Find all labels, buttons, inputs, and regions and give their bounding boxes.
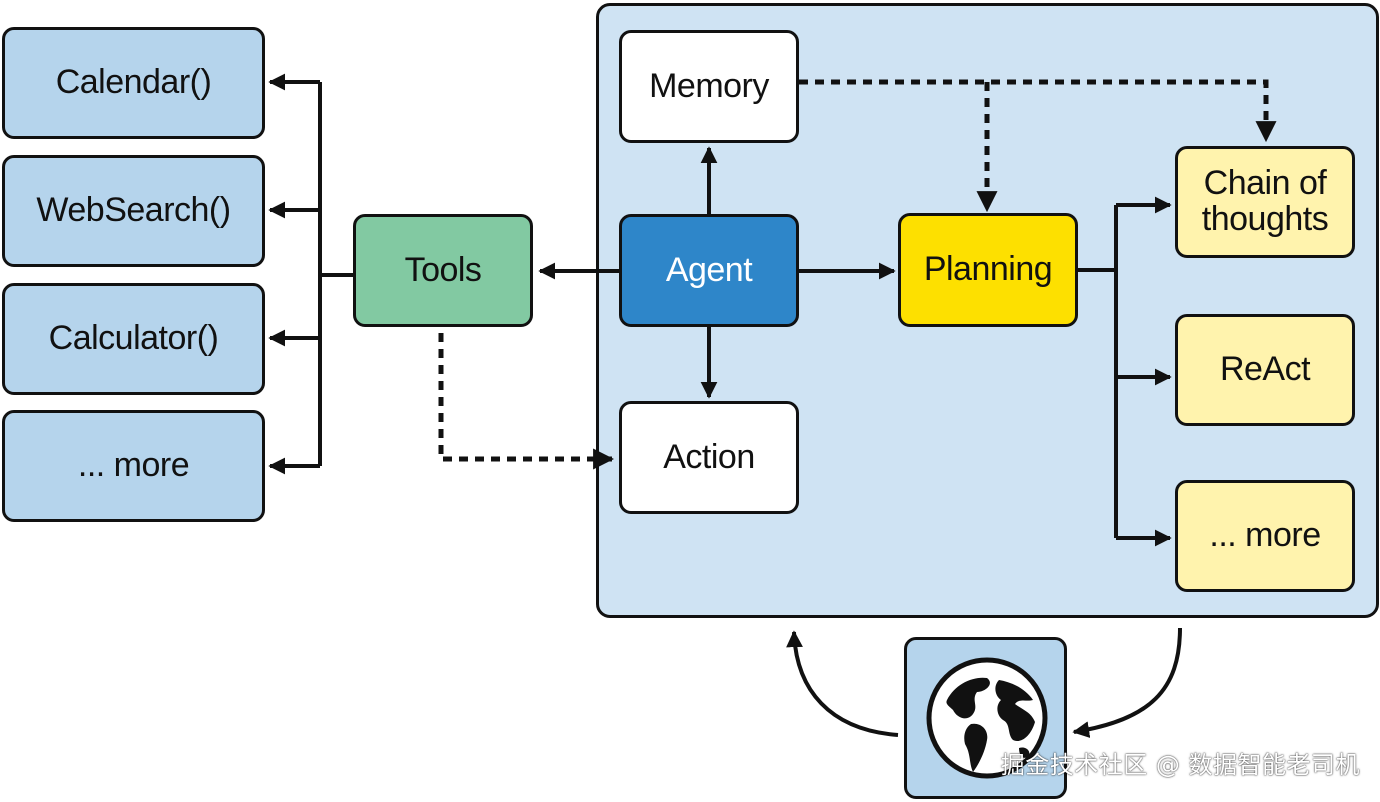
strategy-more-label: ... more: [1209, 516, 1321, 555]
tools-node-label: Tools: [404, 250, 482, 289]
planning-node: Planning: [898, 213, 1078, 327]
tool-websearch-label: WebSearch(): [36, 191, 231, 230]
tool-calendar: Calendar(): [2, 27, 265, 139]
tool-more: ... more: [2, 410, 265, 522]
agent-to-environment-arrow: [1072, 627, 1182, 738]
tools-to-action-dotted-arrow: [438, 333, 615, 470]
tools-to-functions-connector: [268, 73, 353, 475]
strategy-more: ... more: [1175, 480, 1355, 592]
planning-node-label: Planning: [923, 250, 1053, 289]
strategy-chain-line1: Chain of: [1203, 164, 1327, 203]
memory-node-label: Memory: [649, 66, 769, 105]
globe-icon: [926, 657, 1048, 779]
tool-calculator: Calculator(): [2, 283, 265, 395]
action-node: Action: [619, 401, 799, 514]
tool-websearch: WebSearch(): [2, 155, 265, 267]
memory-node: Memory: [619, 30, 799, 143]
watermark-text: 掘金技术社区 @ 数据智能老司机: [1000, 751, 1360, 779]
tool-calculator-label: Calculator(): [48, 319, 219, 358]
tool-more-label: ... more: [77, 446, 190, 485]
strategy-react-label: ReAct: [1219, 350, 1311, 389]
environment-to-agent-arrow: [786, 630, 899, 737]
planning-to-strategies-connector: [1078, 196, 1172, 547]
action-node-label: Action: [663, 437, 755, 476]
strategy-chain-line2: thoughts: [1201, 200, 1329, 238]
strategy-react: ReAct: [1175, 314, 1355, 426]
agent-node: Agent: [619, 214, 799, 327]
tool-calendar-label: Calendar(): [55, 63, 212, 102]
environment-node: [904, 637, 1067, 799]
agent-node-label: Agent: [665, 250, 753, 289]
strategy-chain-of-thoughts: Chain of thoughts: [1175, 146, 1355, 258]
memory-to-chain-dotted-arrow: [799, 79, 1277, 143]
tools-node: Tools: [353, 214, 533, 327]
